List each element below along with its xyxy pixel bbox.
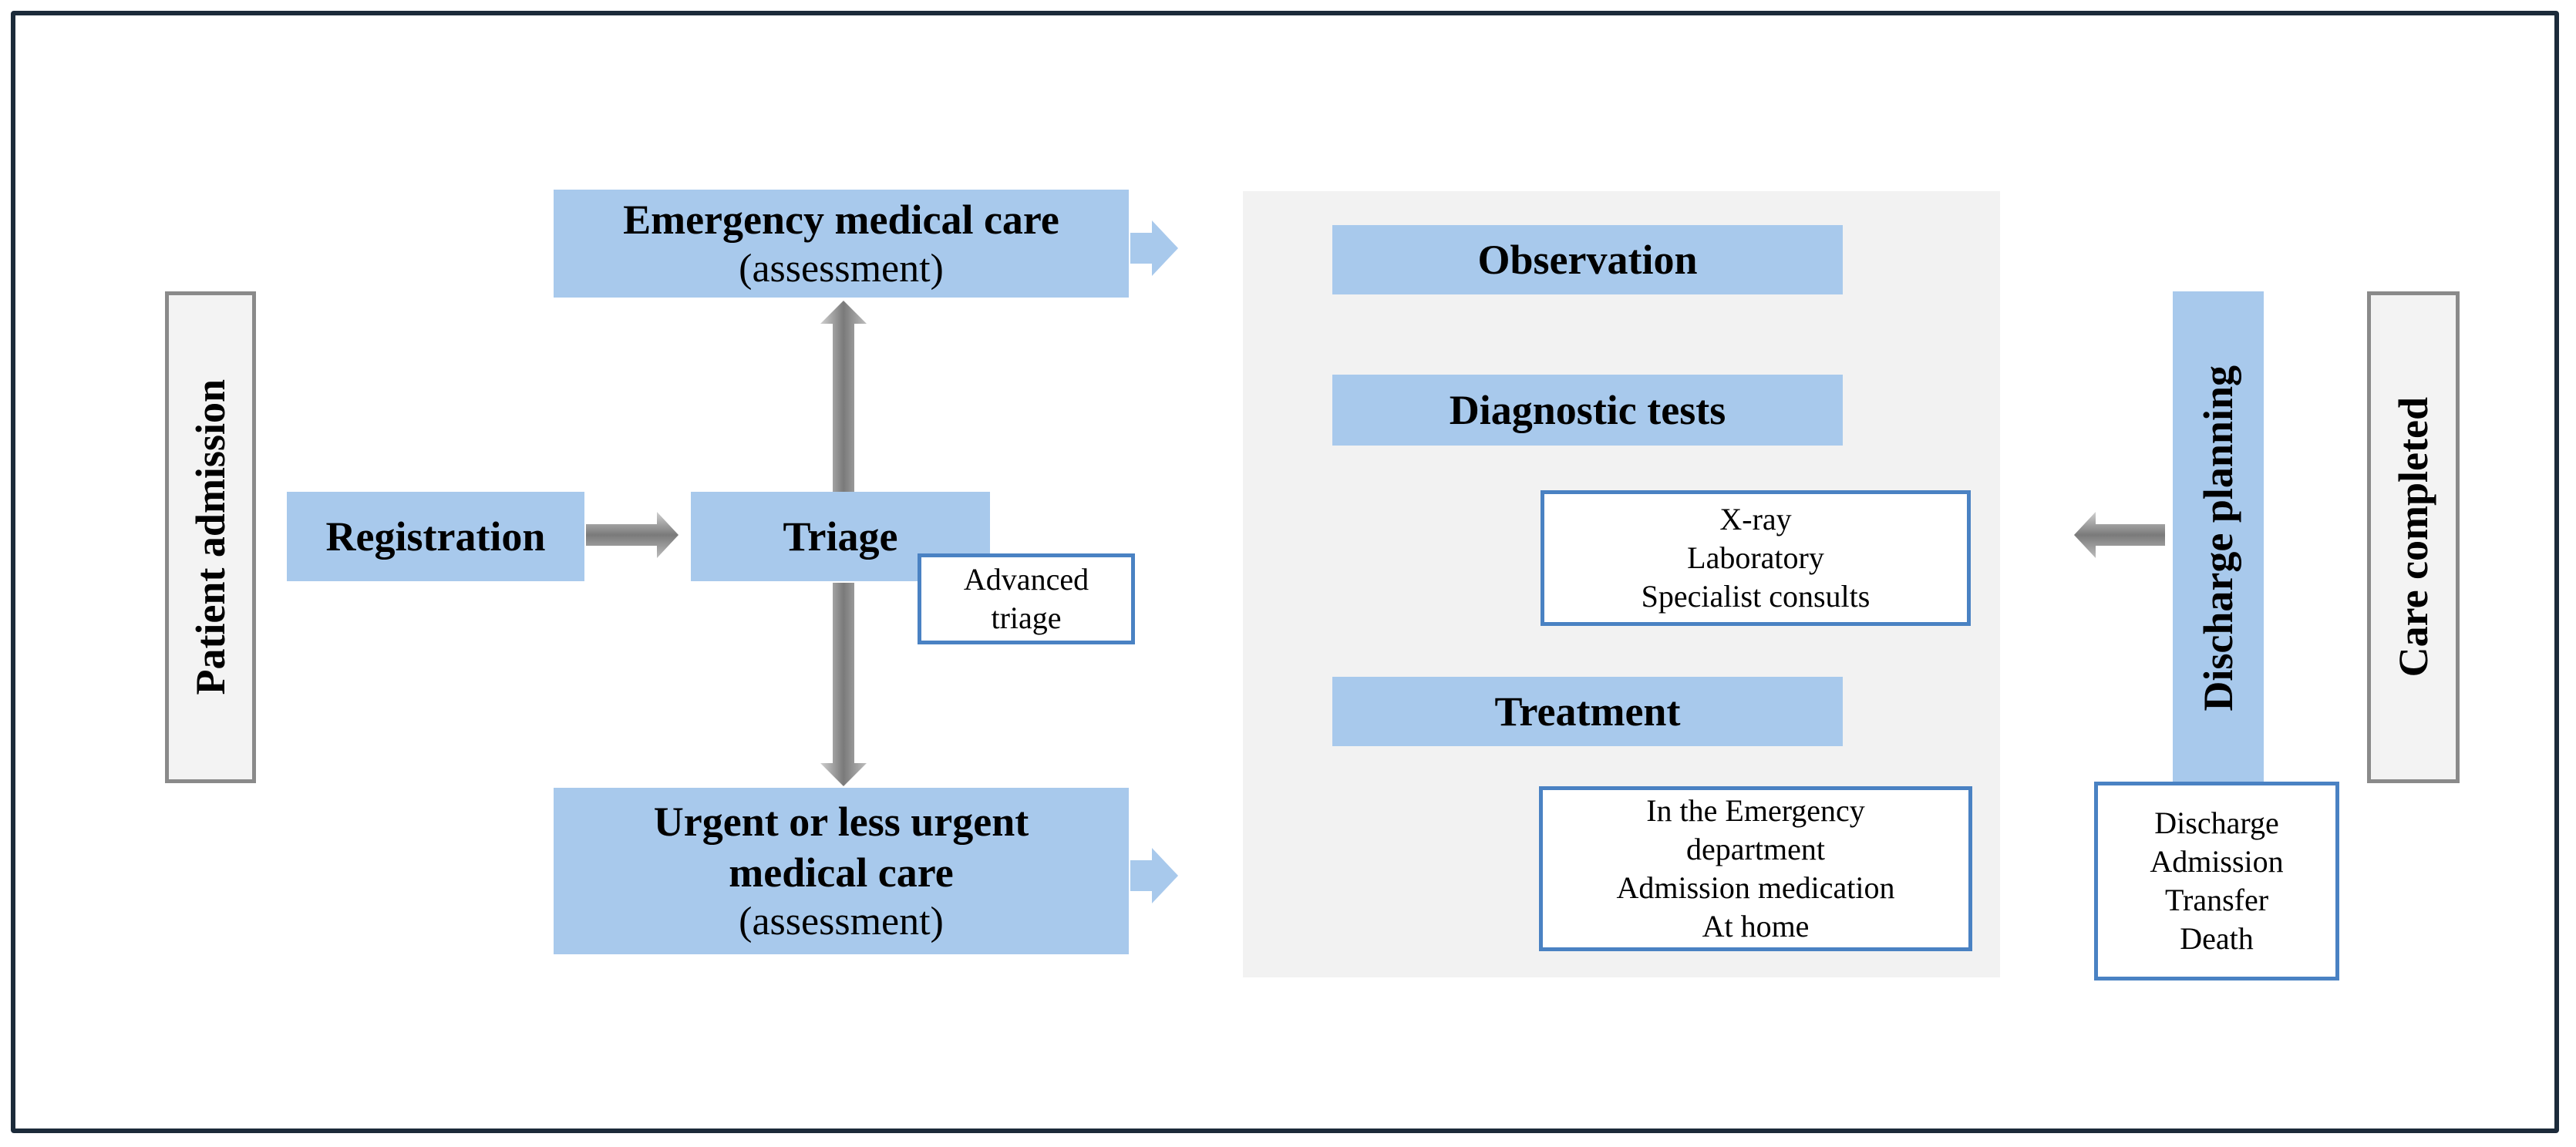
- emergency-care-title: Emergency medical care: [623, 197, 1059, 243]
- patient-admission-box: Patient admission: [165, 291, 256, 783]
- observation-box: Observation: [1332, 225, 1843, 294]
- urgent-care-title-line-2: medical care: [729, 849, 954, 896]
- arrow-emergency-to-panel: [1130, 220, 1178, 276]
- discharge-item: Transfer: [2164, 883, 2269, 917]
- arrow-triage-to-emergency: [820, 301, 867, 493]
- discharge-item: Admission: [2150, 844, 2284, 879]
- discharge-planning-box: Discharge planning: [2173, 291, 2264, 785]
- diagnostic-item: X-ray: [1719, 502, 1792, 536]
- urgent-care-subtitle: (assessment): [739, 900, 944, 944]
- diagnostic-item: Laboratory: [1687, 540, 1824, 575]
- arrow-registration-to-triage: [586, 512, 679, 558]
- emergency-care-subtitle: (assessment): [739, 247, 944, 291]
- emergency-care-box: Emergency medical care (assessment): [554, 190, 1129, 298]
- urgent-care-box: Urgent or less urgent medical care (asse…: [554, 788, 1129, 954]
- advanced-triage-line-1: Advanced: [963, 562, 1089, 597]
- arrow-urgent-to-panel: [1130, 848, 1178, 903]
- care-completed-box: Care completed: [2367, 291, 2460, 783]
- care-completed-label: Care completed: [2390, 397, 2436, 678]
- treatment-item: At home: [1702, 909, 1810, 944]
- treatment-item: department: [1686, 832, 1825, 866]
- treatment-item: In the Emergency: [1646, 793, 1865, 828]
- diagnostic-tests-box: Diagnostic tests: [1332, 375, 1843, 446]
- outer-frame: [11, 11, 2559, 1133]
- diagnostic-item: Specialist consults: [1641, 579, 1871, 614]
- advanced-triage-box: Advanced triage: [918, 553, 1135, 644]
- arrow-discharge-planning-left: [2074, 512, 2165, 558]
- discharge-items-box: Discharge Admission Transfer Death: [2094, 782, 2339, 980]
- discharge-item: Death: [2180, 921, 2254, 956]
- discharge-item: Discharge: [2154, 806, 2279, 840]
- diagnostic-tests-label: Diagnostic tests: [1449, 387, 1726, 433]
- triage-label: Triage: [783, 513, 898, 560]
- treatment-item: Admission medication: [1616, 870, 1895, 905]
- discharge-planning-label: Discharge planning: [2195, 365, 2241, 711]
- treatment-label: Treatment: [1494, 688, 1681, 735]
- triage-box: Triage: [691, 492, 990, 581]
- treatment-box: Treatment: [1332, 677, 1843, 746]
- observation-label: Observation: [1477, 237, 1698, 283]
- patient-admission-label: Patient admission: [187, 379, 234, 695]
- advanced-triage-line-2: triage: [991, 600, 1062, 635]
- diagnostic-items-box: X-ray Laboratory Specialist consults: [1541, 490, 1971, 626]
- arrow-triage-to-urgent: [820, 583, 867, 786]
- treatment-items-box: In the Emergency department Admission me…: [1539, 786, 1972, 951]
- registration-box: Registration: [287, 492, 584, 581]
- registration-label: Registration: [325, 513, 546, 560]
- urgent-care-title-line-1: Urgent or less urgent: [653, 799, 1029, 845]
